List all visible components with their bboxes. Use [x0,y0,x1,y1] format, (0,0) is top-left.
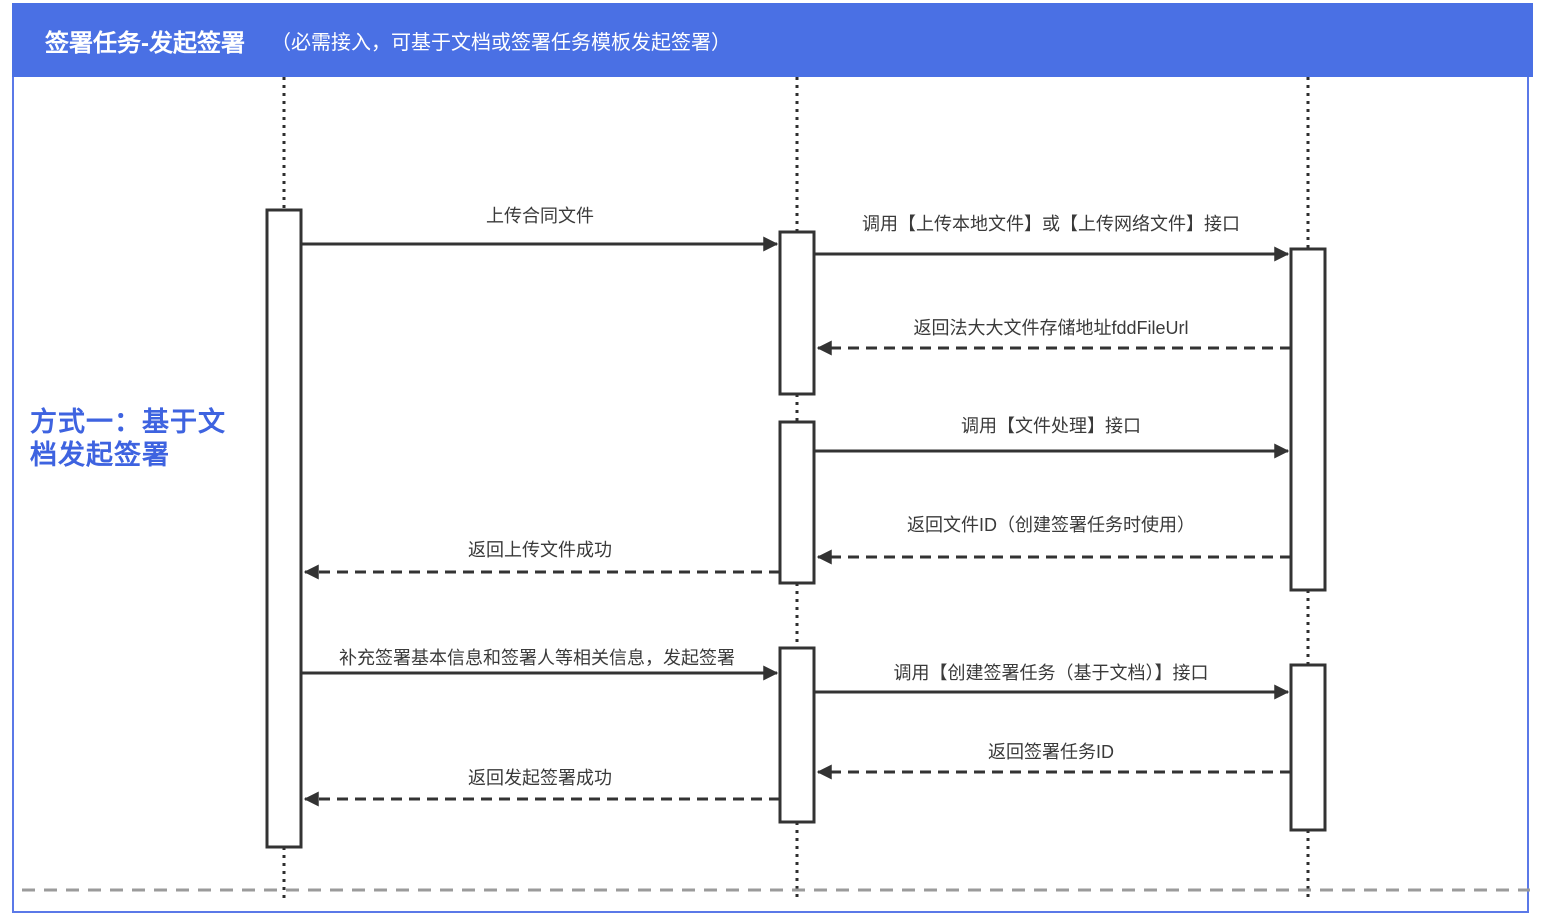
activation-bar [778,230,816,396]
message-label: 返回上传文件成功 [468,540,612,560]
activation-bar [1289,663,1327,832]
activation-bar [778,420,816,585]
message-label: 返回文件ID（创建签署任务时使用） [907,515,1195,535]
activation-bar [1289,247,1327,592]
activation-bar [778,646,816,824]
activation-bar [265,208,303,849]
method-one-label-line1: 方式一：基于文 [30,407,226,437]
method-one-label-line2: 档发起签署 [30,440,170,470]
diagram-header: 签署任务-发起签署 （必需接入，可基于文档或签署任务模板发起签署） [12,3,1533,77]
message-label: 上传合同文件 [486,206,594,226]
message-label: 调用【文件处理】接口 [961,416,1141,436]
message-label: 调用【上传本地文件】或【上传网络文件】接口 [862,214,1240,234]
header-title: 签署任务-发起签署 [45,29,245,57]
header-subtitle: （必需接入，可基于文档或签署任务模板发起签署） [271,31,731,54]
message-label: 调用【创建签署任务（基于文档）】接口 [894,663,1209,683]
message-label: 补充签署基本信息和签署人等相关信息，发起签署 [339,648,735,668]
message-label: 返回法大大文件存储地址fddFileUrl [913,318,1188,338]
message-label: 返回发起签署成功 [468,768,612,788]
method-one-label: 方式一：基于文 档发起签署 [30,406,226,472]
message-label: 返回签署任务ID [988,742,1114,762]
